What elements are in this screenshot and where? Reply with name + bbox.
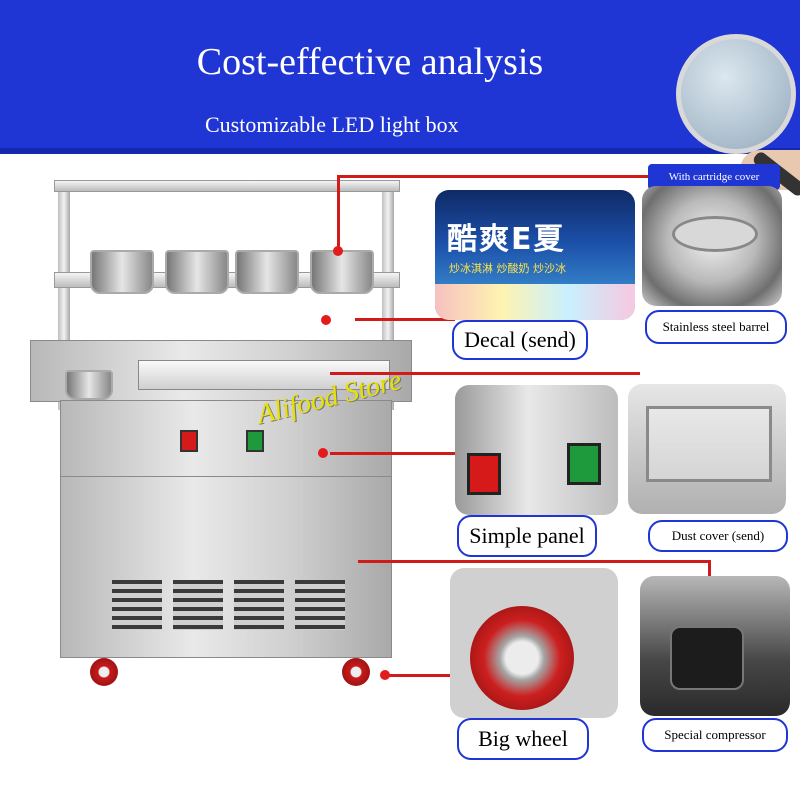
callout-dot <box>318 448 328 458</box>
magnifier-icon <box>676 34 796 154</box>
vent-grille <box>234 580 284 630</box>
control-panel-box <box>60 400 392 478</box>
decal-tagline: 炒冰淇淋 炒酸奶 炒沙冰 <box>449 262 566 275</box>
special-compressor-label: Special compressor <box>642 718 788 752</box>
decal-dessert-strip <box>435 284 635 320</box>
topping-cup <box>90 250 154 294</box>
big-wheel-label: Big wheel <box>457 718 589 760</box>
red-switch-closeup <box>467 453 501 495</box>
caster-wheel <box>342 658 370 686</box>
callout-line <box>330 372 640 375</box>
compressor-image <box>640 576 790 716</box>
decal-image: 酷爽E夏 炒冰淇淋 炒酸奶 炒沙冰 <box>435 190 635 320</box>
cartridge-cover-label: With cartridge cover <box>648 164 780 190</box>
callout-line <box>388 674 458 677</box>
callout-line <box>337 175 340 250</box>
decal-headline: 酷爽E夏 <box>447 222 566 257</box>
callout-dot <box>380 670 390 680</box>
dust-cover-image <box>628 384 786 514</box>
freezing-pan <box>138 360 390 390</box>
steel-barrel-image <box>642 186 782 306</box>
power-switch-green <box>246 430 264 452</box>
topping-cup <box>65 370 113 400</box>
topping-cup <box>235 250 299 294</box>
green-switch-closeup <box>567 443 601 485</box>
caster-wheel <box>90 658 118 686</box>
callout-line <box>330 452 458 455</box>
vent-grille <box>112 580 162 630</box>
ice-cream-roll-machine <box>30 180 412 700</box>
cabinet-body <box>60 476 392 658</box>
control-panel-image <box>455 385 618 515</box>
callout-line <box>355 318 455 321</box>
callout-line <box>708 560 711 578</box>
simple-panel-label: Simple panel <box>457 515 597 557</box>
top-frame-bar <box>54 180 400 192</box>
barrel-lid <box>672 216 758 252</box>
topping-cup <box>165 250 229 294</box>
header-divider <box>0 148 800 154</box>
acrylic-cover <box>646 406 772 482</box>
wheel-closeup <box>470 606 574 710</box>
dust-cover-label: Dust cover (send) <box>648 520 788 552</box>
callout-line <box>337 175 652 178</box>
page-title: Cost-effective analysis <box>196 41 544 83</box>
decal-label: Decal (send) <box>452 320 588 360</box>
topping-cup <box>310 250 374 294</box>
callout-line <box>358 560 710 563</box>
vent-grille <box>295 580 345 630</box>
compressor-unit <box>670 626 744 690</box>
vent-grille <box>173 580 223 630</box>
page-subtitle: Customizable LED light box <box>205 112 459 137</box>
stainless-barrel-label: Stainless steel barrel <box>645 310 787 344</box>
callout-dot <box>321 315 331 325</box>
power-switch-red <box>180 430 198 452</box>
header-banner <box>0 0 800 152</box>
wheel-image <box>450 568 618 718</box>
callout-dot <box>333 246 343 256</box>
